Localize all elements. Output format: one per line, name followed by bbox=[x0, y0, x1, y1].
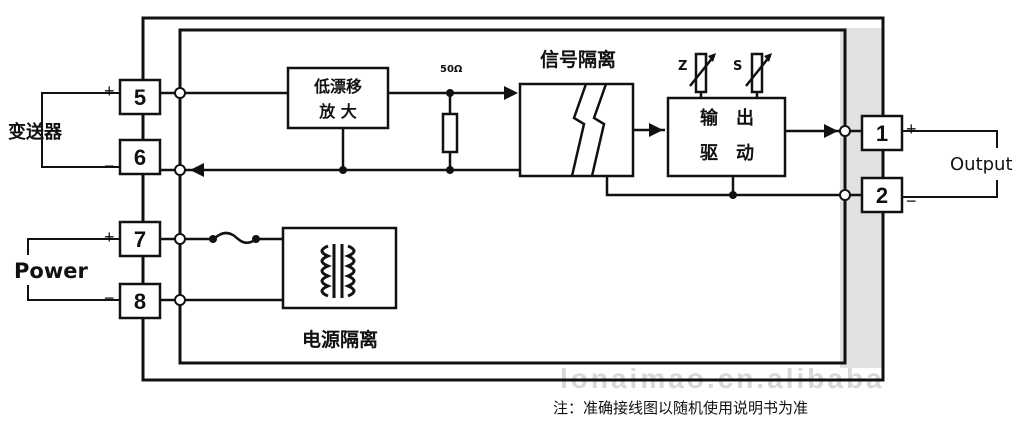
terminal-6: 6 bbox=[118, 138, 162, 176]
svg-text:5: 5 bbox=[134, 85, 146, 110]
output-label: Output bbox=[950, 154, 1013, 175]
svg-text:8: 8 bbox=[134, 289, 146, 314]
arrows bbox=[190, 86, 838, 177]
resistor: 50Ω bbox=[440, 64, 463, 154]
svg-text:2: 2 bbox=[876, 183, 888, 208]
pot-z: Z bbox=[678, 52, 716, 98]
terminal-nodes bbox=[174, 87, 851, 306]
pot-s: S bbox=[733, 52, 772, 98]
svg-text:驱 动: 驱 动 bbox=[700, 143, 754, 164]
svg-text:信号隔离: 信号隔离 bbox=[540, 48, 616, 71]
svg-text:6: 6 bbox=[134, 145, 146, 170]
svg-text:Z: Z bbox=[678, 59, 687, 74]
junctions bbox=[209, 89, 737, 243]
output-drive-block: 输 出 驱 动 bbox=[666, 96, 787, 178]
footnote: 注：准确接线图以随机使用说明书为准 bbox=[553, 399, 809, 417]
sign-t1: + bbox=[906, 119, 917, 139]
amplifier-block: 低漂移 放 大 bbox=[286, 66, 390, 130]
terminal-1: 1 bbox=[860, 114, 904, 152]
sign-t2: − bbox=[906, 191, 917, 211]
terminal-7: 7 bbox=[118, 220, 162, 258]
power-label: Power bbox=[14, 259, 88, 283]
transmitter-label: 变送器 bbox=[8, 121, 63, 143]
power-isolation-block: 电源隔离 bbox=[281, 226, 398, 351]
sign-t7: + bbox=[104, 227, 115, 247]
svg-text:放 大: 放 大 bbox=[318, 102, 357, 121]
sign-t8: − bbox=[104, 288, 115, 308]
power-wiring bbox=[27, 238, 120, 301]
svg-text:电源隔离: 电源隔离 bbox=[302, 328, 378, 351]
svg-text:50Ω: 50Ω bbox=[440, 64, 463, 75]
sign-t5: + bbox=[104, 81, 115, 101]
sign-t6: − bbox=[104, 156, 115, 176]
svg-text:7: 7 bbox=[134, 227, 146, 252]
transmitter-wiring bbox=[41, 92, 120, 168]
svg-text:低漂移: 低漂移 bbox=[313, 77, 362, 96]
terminal-8: 8 bbox=[118, 282, 162, 320]
svg-text:S: S bbox=[733, 59, 742, 74]
outer-enclosure bbox=[141, 16, 885, 382]
svg-text:1: 1 bbox=[876, 121, 888, 146]
signal-isolation-block: 信号隔离 bbox=[518, 48, 635, 178]
output-wiring bbox=[902, 130, 998, 198]
terminal-2: 2 bbox=[860, 176, 904, 214]
inner-enclosure bbox=[178, 28, 847, 365]
svg-text:输 出: 输 出 bbox=[700, 107, 754, 129]
terminal-5: 5 bbox=[118, 78, 162, 116]
